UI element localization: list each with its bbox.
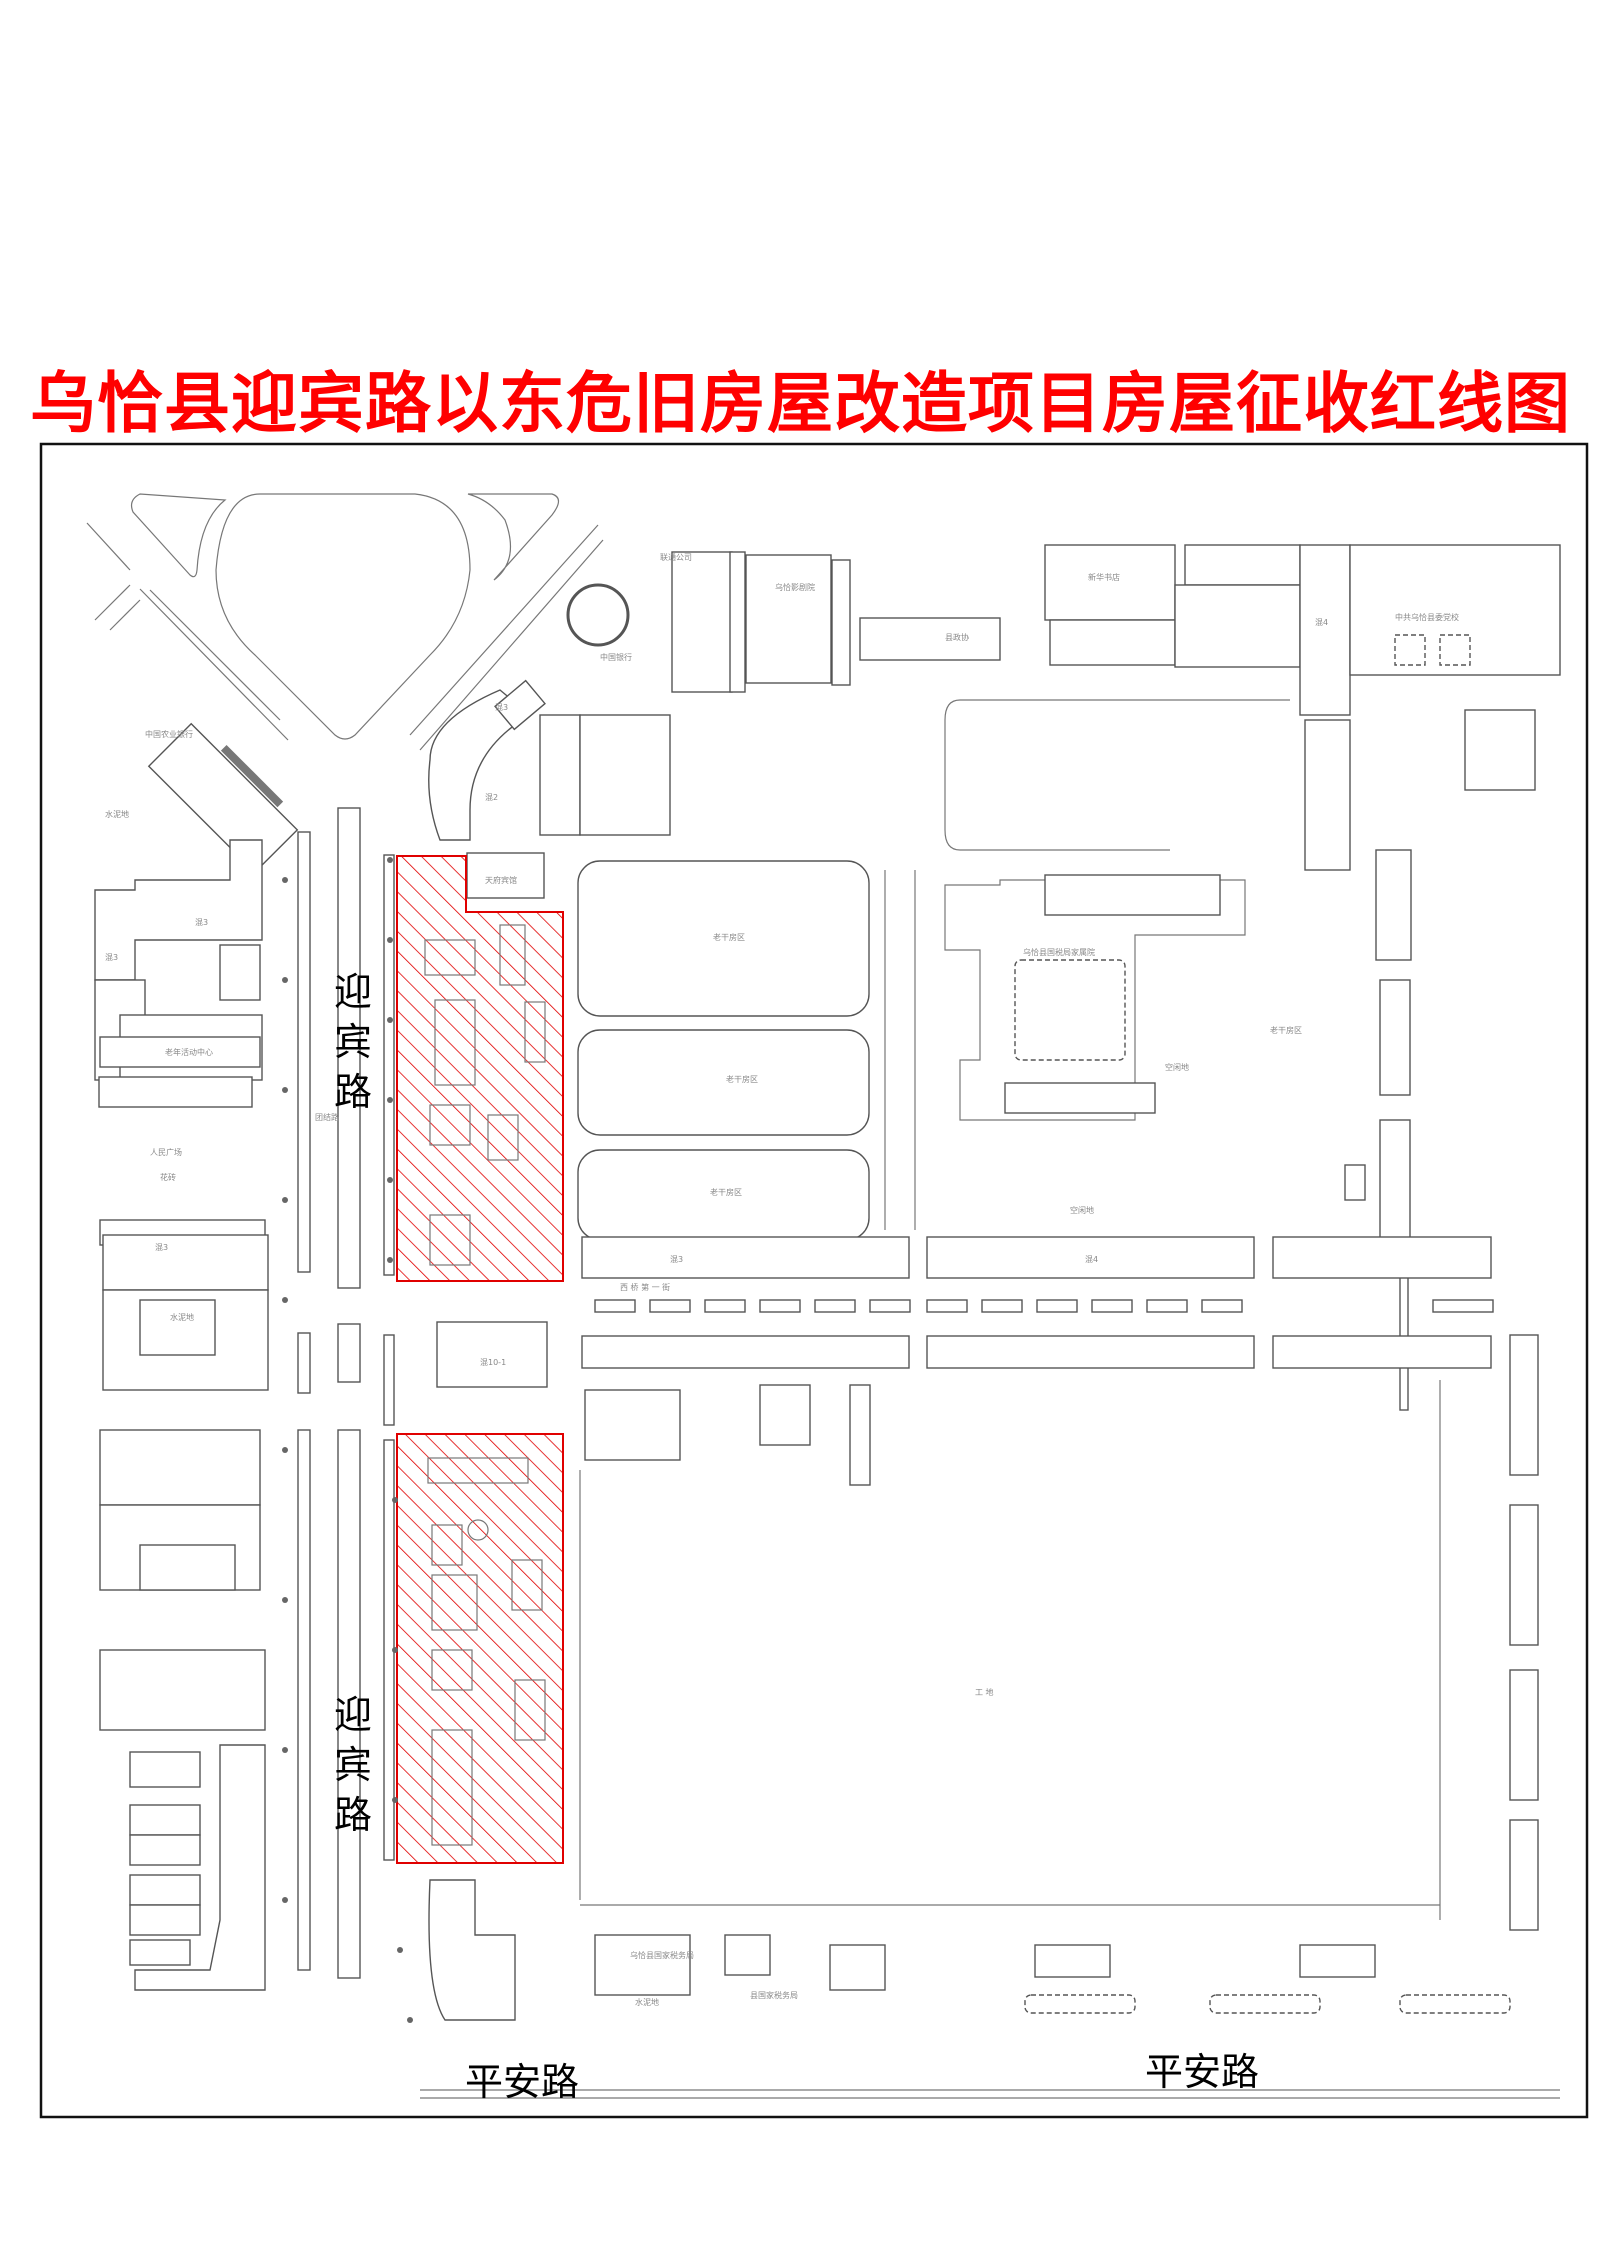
label-south-cement: 水泥地 xyxy=(635,1997,659,2007)
building-southwest xyxy=(428,1879,516,2021)
label-cppcc: 县政协 xyxy=(945,632,969,642)
redline-inner-buildings xyxy=(424,924,546,1846)
label-hun2-curved: 混2 xyxy=(485,793,498,802)
label-agri-bank: 中国农业银行 xyxy=(145,729,193,739)
map-frame xyxy=(39,442,1589,2119)
label-nw-cement: 水泥地 xyxy=(105,809,129,819)
label-old-cadre-1: 老干房区 xyxy=(713,932,745,942)
road-label-yingbin-6: 路 xyxy=(334,1793,372,1837)
road-label-yingbin-2: 宾 xyxy=(334,1020,372,1064)
label-west-cement: 水泥地 xyxy=(170,1312,194,1322)
label-tax-family: 乌恰县国税局家属院 xyxy=(1023,947,1095,957)
label-people-square: 人民广场 xyxy=(150,1147,182,1157)
redline-area-south xyxy=(396,1433,564,1864)
label-row-hun3-1: 混3 xyxy=(670,1255,683,1264)
label-idle-land-1: 空闲地 xyxy=(1070,1205,1094,1215)
label-hun10: 混10-1 xyxy=(480,1358,506,1367)
road-label-pingan-left: 平安路 xyxy=(465,2060,579,2104)
label-idle-land-2: 空闲地 xyxy=(1165,1062,1189,1072)
road-label-yingbin-3: 路 xyxy=(334,1070,372,1114)
west-blocks xyxy=(94,839,269,1991)
old-cadre-blocks xyxy=(577,860,916,1241)
east-column-blocks xyxy=(1344,849,1539,1931)
yingbin-road xyxy=(297,807,395,1979)
road-label-yingbin-5: 宾 xyxy=(334,1743,372,1787)
label-west-hun3-c: 混3 xyxy=(155,1243,168,1252)
label-tuanjie-road: 团结路 xyxy=(315,1112,339,1122)
south-blocks xyxy=(420,1380,1560,2099)
label-old-cadre-4: 老干房区 xyxy=(1270,1025,1302,1035)
label-county-tax: 县国家税务局 xyxy=(750,1990,798,2000)
label-state-tax: 乌恰县国家税务局 xyxy=(630,1950,694,1960)
label-unicom: 联通公司 xyxy=(660,552,692,562)
label-old-cadre-3: 老干房区 xyxy=(710,1187,742,1197)
street-rows xyxy=(436,1236,1494,1388)
building-tianfu-hotel xyxy=(466,852,545,899)
tree-markers xyxy=(282,857,413,2023)
label-construction-site: 工 地 xyxy=(975,1687,994,1697)
tax-family-compound xyxy=(944,874,1246,1121)
label-xinhua: 新华书店 xyxy=(1088,572,1120,582)
redline-area-north xyxy=(396,855,564,1282)
label-party-school: 中共乌恰县委党校 xyxy=(1395,612,1459,622)
label-xiqiao-street: 西 桥 第 一 街 xyxy=(620,1282,670,1292)
road-label-yingbin-4: 迎 xyxy=(334,1693,372,1737)
label-hun4-north: 混4 xyxy=(1315,618,1328,627)
road-label-pingan-right: 平安路 xyxy=(1145,2050,1259,2094)
north-central-blocks xyxy=(428,544,1561,871)
label-elder-center: 老年活动中心 xyxy=(165,1047,213,1057)
label-tianfu: 天府宾馆 xyxy=(485,875,517,885)
label-west-hun3-b: 混3 xyxy=(105,953,118,962)
map-title: 乌恰县迎宾路以东危旧房屋改造项目房屋征收红线图 xyxy=(30,365,1571,442)
label-old-cadre-2: 老干房区 xyxy=(726,1074,758,1084)
label-bank-china: 中国银行 xyxy=(600,652,632,662)
label-row-hun4: 混4 xyxy=(1085,1255,1098,1264)
label-flower-brick: 花砖 xyxy=(160,1172,176,1182)
label-theater: 乌恰影剧院 xyxy=(775,582,815,592)
road-label-yingbin-1: 迎 xyxy=(334,970,372,1014)
building-agri-bank xyxy=(147,722,299,874)
label-west-hun3-a: 混3 xyxy=(195,918,208,927)
plaza-roundabout xyxy=(86,493,604,751)
label-hun3-curved: 混3 xyxy=(495,703,508,712)
